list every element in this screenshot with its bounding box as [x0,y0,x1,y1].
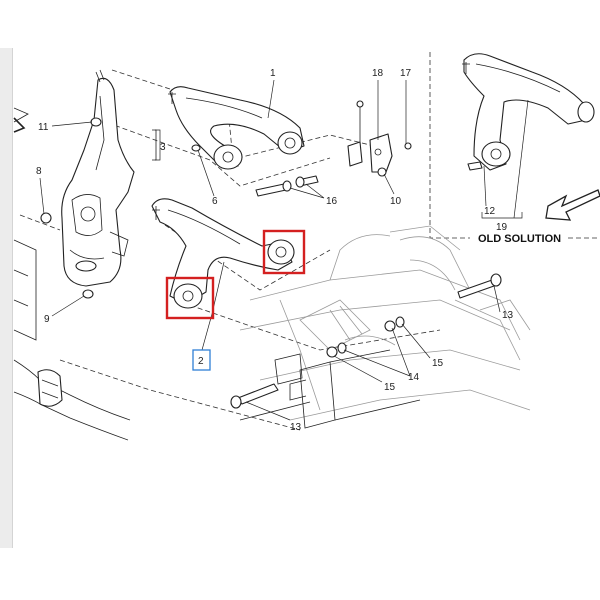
upper-control-arm [168,86,305,170]
callout-14-lower: 14 [408,372,420,383]
callout-2[interactable]: 2 [198,356,204,367]
callout-9: 9 [44,314,50,325]
highlight-front-bushing [262,229,306,275]
bolts-13 [230,273,502,409]
leader-lines [39,79,529,421]
callout-16: 16 [326,196,338,207]
callout-13-bottom: 13 [290,422,302,433]
callout-1: 1 [270,68,276,79]
callout-17: 17 [400,68,412,79]
callout-14-upper: 14 [412,372,424,383]
hub-carrier [40,69,157,299]
callout-15-right: 15 [432,358,444,369]
lower-control-arm [151,198,295,309]
old-solution-caption: OLD SOLUTION [478,233,561,245]
callout-6: 6 [212,196,218,207]
viewer-left-scrollbar[interactable] [0,48,13,548]
arrow-down-left-icon [13,117,600,221]
callout-15-lower: 15 [384,382,396,393]
bolts-16 [255,175,319,197]
callout-8: 8 [36,166,42,177]
subframe [239,225,531,429]
height-sensor [347,100,412,177]
old-solution-arm [462,53,595,171]
callout-3: 3 [160,142,166,153]
callout-19: 19 [496,222,508,233]
callout-12: 12 [484,206,496,217]
callout-18: 18 [372,68,384,79]
highlight-rear-bushing [165,276,215,320]
callout-10: 10 [390,196,402,207]
stabiliser-bar [13,107,131,441]
callout-2-box [192,349,211,371]
callout-13-right: 13 [502,310,514,321]
callout-labels: 1 2 3 6 8 9 10 11 12 13 13 14 14 15 15 1… [36,68,561,433]
callout-11: 11 [38,122,49,133]
